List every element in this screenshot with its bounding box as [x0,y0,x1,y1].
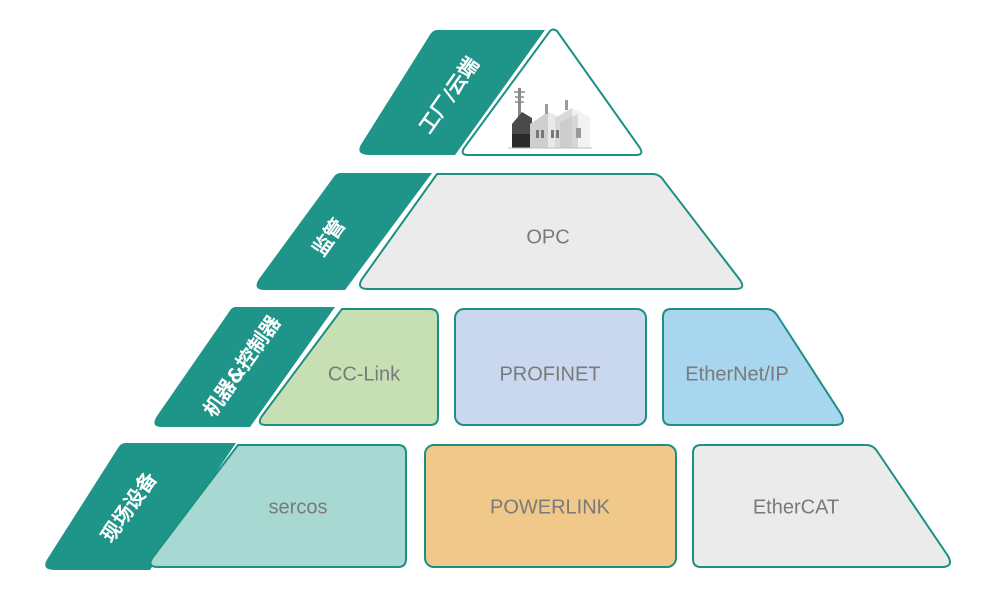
protocol-profinet: PROFINET [499,363,600,385]
tier-factory-cloud-label-band [359,30,545,155]
protocol-sercos: sercos [269,496,328,518]
tier-supervision-label-band [256,173,432,290]
profinet-box [454,308,647,426]
ethernet-ip-box [662,308,844,426]
sercos-box [149,444,407,568]
protocol-opc: OPC [526,226,569,248]
tier-field-devices: 现场设备 sercos POWERLINK EtherCAT [45,443,951,570]
tier-supervision: 监管 OPC [256,173,744,290]
powerlink-box [424,444,677,568]
tier-factory-cloud: 工厂/云端 [359,28,643,156]
tier-supervision-box [359,173,744,290]
tier-machines-controllers: 机器&控制器 CC-Link PROFINET EtherNet/IP [154,307,844,427]
factory-icon [508,88,592,149]
ethercat-box [692,444,951,568]
protocol-cc-link: CC-Link [328,363,401,385]
tier-machines-label-band [154,307,335,427]
protocol-ethernet-ip: EtherNet/IP [685,363,788,385]
cc-link-box [258,308,439,426]
tier-field-label-band [45,443,236,570]
protocol-powerlink: POWERLINK [490,496,611,518]
protocol-ethercat: EtherCAT [753,496,839,518]
tier-factory-cloud-box [461,28,643,156]
